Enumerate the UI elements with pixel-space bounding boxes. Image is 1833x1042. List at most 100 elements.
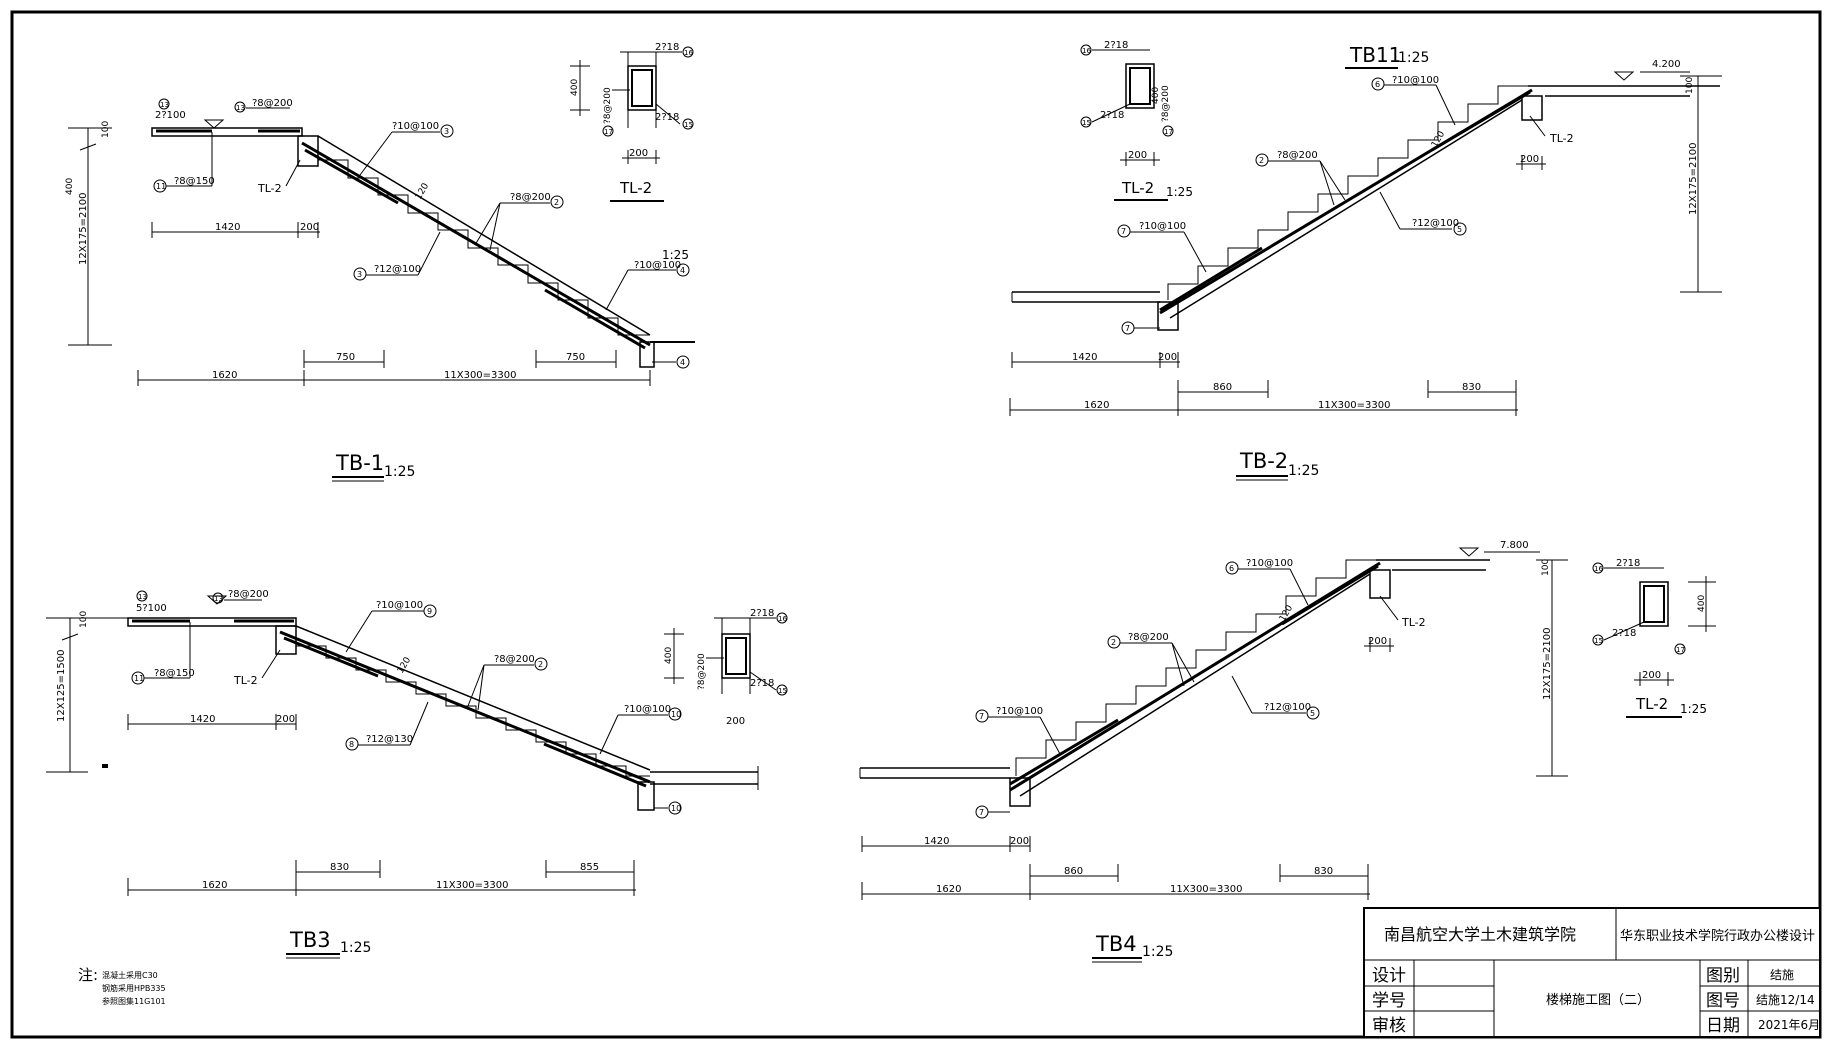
section-s2-scale: 1:25 xyxy=(1166,185,1193,199)
section-s4-bottom: 2?18 xyxy=(1612,628,1636,639)
section-s4-mark: 16 xyxy=(1594,565,1603,573)
tb1-mark: 13 xyxy=(236,104,245,112)
section-s1: 2?18 16 2?18 15 400 ?8@200 17 200 TL-2 xyxy=(570,42,694,202)
tb1-title-scale: 1:25 xyxy=(384,464,415,480)
tb4-title: TB4 xyxy=(1095,932,1137,956)
title-block-design-label: 设计 xyxy=(1372,966,1406,986)
tb1-beam-label: TL-2 xyxy=(257,182,282,195)
tb3-dim: 1620 xyxy=(202,880,227,891)
title-block-project: 华东职业技术学院行政办公楼设计 xyxy=(1620,928,1815,944)
section-s1-title: TL-2 xyxy=(619,179,652,197)
tb1-title: TB-1 xyxy=(335,451,384,475)
section-s2-width: 200 xyxy=(1128,150,1147,161)
title-block-category-value: 结施 xyxy=(1770,968,1794,982)
tb4-dim: 200 xyxy=(1010,836,1029,847)
tb3-label-mark: 9 xyxy=(427,607,432,616)
tb4-dim: 11X300=3300 xyxy=(1170,884,1243,895)
section-s1-top: 2?18 xyxy=(655,42,679,53)
tb2-label-text: ?12@100 xyxy=(1412,218,1459,229)
tb3-dim: 11X300=3300 xyxy=(436,880,509,891)
tb3-mark: 11 xyxy=(134,674,144,683)
tb3-top-bar: ?8@200 xyxy=(228,589,269,600)
tb3-label-text: ?8@200 xyxy=(494,654,535,665)
tb3-bottom-bar: ?8@150 xyxy=(154,668,195,679)
section-s4-title: TL-2 xyxy=(1635,695,1668,713)
notes-label: 注: xyxy=(78,966,98,984)
section-s4-height: 400 xyxy=(1697,595,1707,612)
tb2-elevation: 4.200 xyxy=(1652,59,1681,70)
tb3-dim: 200 xyxy=(276,714,295,725)
tb1-scale-note: 1:25 xyxy=(662,248,689,262)
section-s3-mark: 15 xyxy=(778,687,787,695)
tb2-small-dim: 100 xyxy=(1685,77,1695,94)
section-s2-mark: 17 xyxy=(1164,128,1173,136)
tb2-label-text: ?8@200 xyxy=(1277,150,1318,161)
tb3-landing-top: 5?100 xyxy=(136,603,167,614)
tb3-label-mark: 2 xyxy=(538,660,543,669)
tb4-label-mark: 7 xyxy=(979,808,984,817)
title-block: 南昌航空大学土木建筑学院 华东职业技术学院行政办公楼设计 设计 学号 审核 楼梯… xyxy=(1363,907,1821,1038)
section-s4-scale: 1:25 xyxy=(1680,702,1707,716)
tb4-dim: 860 xyxy=(1064,866,1083,877)
tb1-dim: 750 xyxy=(336,352,355,363)
tb3-mark: 13 xyxy=(214,595,223,603)
section-s2-height: 400 xyxy=(1151,87,1161,104)
tb2-vertical-dim: 12X175=2100 xyxy=(1688,143,1699,216)
tb3-label-mark: 10 xyxy=(671,804,681,813)
section-s3-bottom: 2?18 xyxy=(750,678,774,689)
tb2-beam-label: TL-2 xyxy=(1549,132,1574,145)
sheet-border xyxy=(10,10,1822,1039)
tb4-label-mark: 6 xyxy=(1229,564,1234,573)
tb2-label-text: ?10@100 xyxy=(1139,221,1186,232)
tb2-label-text: ?10@100 xyxy=(1392,75,1439,86)
tb3-title: TB3 xyxy=(289,928,331,952)
tb4-small-dim: 100 xyxy=(1541,559,1551,576)
tb3-label-text: ?10@100 xyxy=(376,600,423,611)
tb4-title-scale: 1:25 xyxy=(1142,944,1173,960)
tb1-label-text: ?8@200 xyxy=(510,192,551,203)
section-s3-mark: 16 xyxy=(778,615,787,623)
section-s2-title: TL-2 xyxy=(1121,179,1154,197)
tb1-dim: 1420 xyxy=(215,222,240,233)
section-s4-mark: 15 xyxy=(1594,637,1603,645)
tb1-label-mark: 4 xyxy=(680,266,685,275)
tb2-dim: 11X300=3300 xyxy=(1318,400,1391,411)
tb3-small-dim: 100 xyxy=(79,611,89,628)
drawing-tb1: 12X175=2100 100 400 13 2?100 13 ?8@200 1… xyxy=(65,98,695,482)
tb4-beam-dim: 200 xyxy=(1368,636,1387,647)
tb2-dim: 1620 xyxy=(1084,400,1109,411)
title-block-date-value: 2021年6月 xyxy=(1758,1018,1820,1032)
tb2-label-mark: 6 xyxy=(1375,80,1380,89)
tb4-label-text: ?8@200 xyxy=(1128,632,1169,643)
notes-line: 参照图集11G101 xyxy=(102,996,166,1006)
section-s3: 2?18 16 2?18 15 400 ?8@200 xyxy=(664,608,788,696)
section-s1-side: ?8@200 xyxy=(603,87,613,124)
section-s1-width: 200 xyxy=(629,148,648,159)
tb2-label-mark: 7 xyxy=(1125,324,1130,333)
title-block-number-value: 结施12/14 xyxy=(1756,993,1815,1007)
tb1-mark: 13 xyxy=(160,101,169,109)
tb1-label-mark: 2 xyxy=(554,198,559,207)
tb3-dim: 830 xyxy=(330,862,349,873)
tb3-label-text: ?10@100 xyxy=(624,704,671,715)
section-s1-height: 400 xyxy=(570,79,580,96)
title-block-review-label: 审核 xyxy=(1372,1016,1406,1036)
tb2-dim: 200 xyxy=(1158,352,1177,363)
section-s2-top: 2?18 xyxy=(1104,40,1128,51)
tb4-label-mark: 2 xyxy=(1111,638,1116,647)
title-block-number-label: 图号 xyxy=(1706,991,1740,1011)
tb1-label-text: ?12@100 xyxy=(374,264,421,275)
tb1-small-dim: 400 xyxy=(65,178,75,195)
tb4-beam-label: TL-2 xyxy=(1401,616,1426,629)
section-s4-width: 200 xyxy=(1642,670,1661,681)
tb3-dim: 1420 xyxy=(190,714,215,725)
tb1-label-mark: 3 xyxy=(444,127,449,136)
tb3-beam-label: TL-2 xyxy=(233,674,258,687)
tb3-title-scale: 1:25 xyxy=(340,940,371,956)
tb3-vertical-dim: 12X125=1500 xyxy=(56,650,67,723)
section-s1-mark: 17 xyxy=(604,128,613,136)
tb4-label-mark: 5 xyxy=(1310,709,1315,718)
section-s4-mark: 17 xyxy=(1676,646,1685,654)
tb2-beam-dim: 200 xyxy=(1520,154,1539,165)
